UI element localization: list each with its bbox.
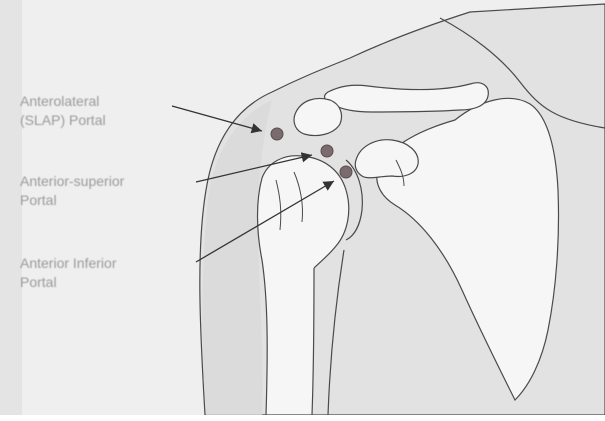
scan-shadow [0, 0, 22, 421]
anterior-superior-portal-marker [321, 145, 333, 157]
anterolateral-portal-marker [271, 128, 283, 140]
anterior-superior-portal-label: Anterior-superior Portal [20, 172, 124, 210]
anterior-inferior-portal-marker [340, 166, 352, 178]
anterolateral-portal-label: Anterolateral (SLAP) Portal [20, 92, 106, 130]
anterior-inferior-portal-label: Anterior Inferior Portal [20, 254, 116, 292]
page-bottom-edge [0, 415, 605, 421]
